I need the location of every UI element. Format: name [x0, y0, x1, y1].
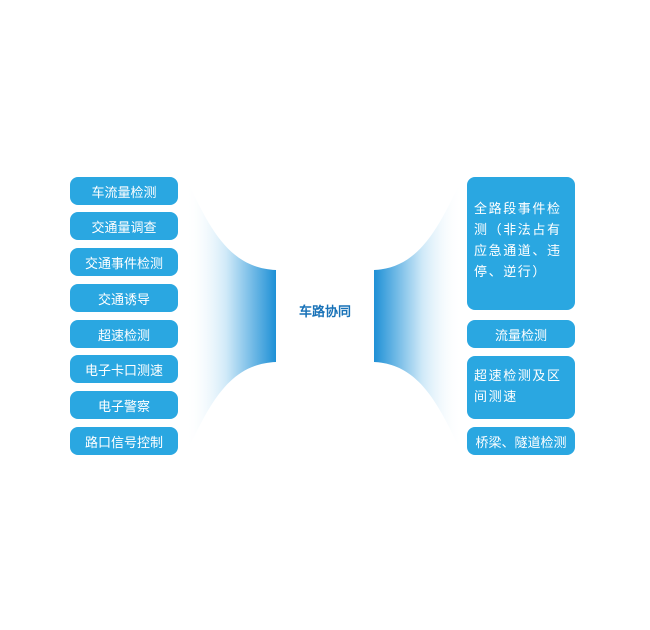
right-item: 桥梁、隧道检测: [467, 427, 575, 455]
left-item: 交通诱导: [70, 284, 178, 312]
right-item: 流量检测: [467, 320, 575, 348]
left-funnel: [186, 178, 276, 454]
right-funnel: [374, 178, 462, 454]
center-label: 车路协同: [298, 304, 351, 320]
left-item: 交通事件检测: [70, 248, 178, 276]
left-item: 交通量调查: [70, 212, 178, 240]
left-item: 路口信号控制: [70, 427, 178, 455]
right-item: 全路段事件检测（非法占有应急通道、违停、逆行）: [467, 177, 575, 310]
left-item: 车流量检测: [70, 177, 178, 205]
right-item: 超速检测及区间测速: [467, 356, 575, 419]
left-item: 电子卡口测速: [70, 355, 178, 383]
left-item: 超速检测: [70, 320, 178, 348]
left-item: 电子警察: [70, 391, 178, 419]
